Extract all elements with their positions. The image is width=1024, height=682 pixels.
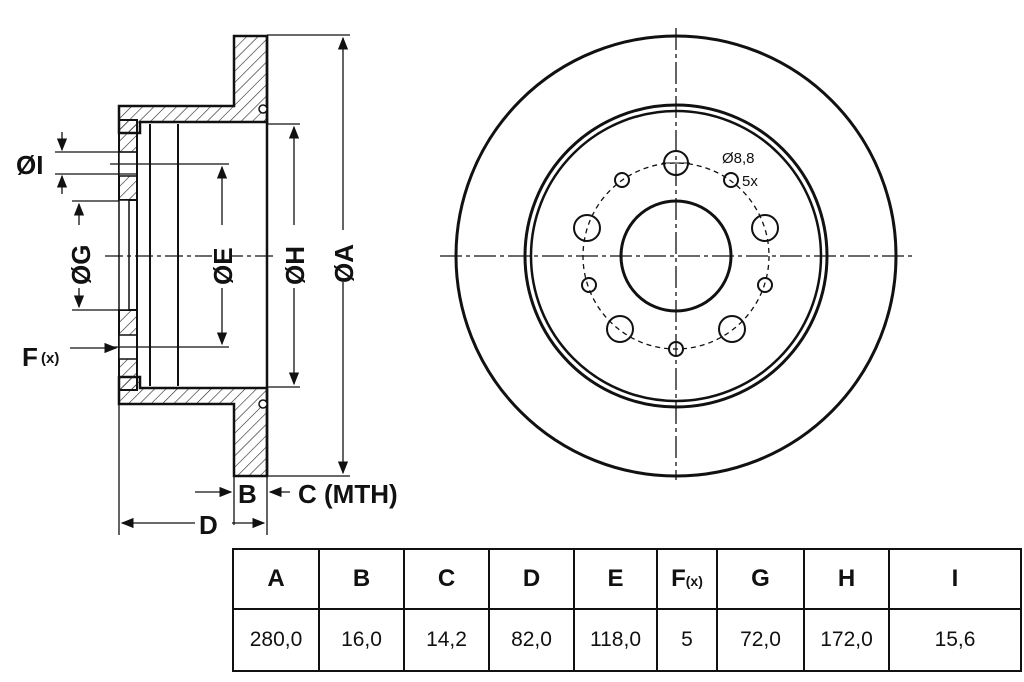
side-section-view: ØA ØH ØE ØG ØI F (x) B C (MTH) D — [16, 34, 398, 540]
label-dia-e: ØE — [208, 247, 238, 285]
label-dia-h: ØH — [280, 246, 310, 285]
value-f: 5 — [656, 608, 718, 672]
value-i: 15,6 — [888, 608, 1022, 672]
value-a: 280,0 — [232, 608, 320, 672]
header-f-sub: (x) — [685, 573, 703, 589]
table-header-row: A B C D E F(x) G H I — [232, 548, 1022, 610]
header-i: I — [888, 548, 1022, 610]
header-b: B — [318, 548, 405, 610]
header-a: A — [232, 548, 320, 610]
label-f-sub: (x) — [41, 350, 59, 367]
header-f: F(x) — [656, 548, 718, 610]
label-c-mth: C (MTH) — [298, 479, 398, 509]
hole-note-count: 5x — [742, 173, 758, 190]
value-e: 118,0 — [573, 608, 658, 672]
bolt-holes — [573, 150, 779, 357]
label-f: F — [22, 342, 38, 372]
value-g: 72,0 — [716, 608, 805, 672]
table-row: 280,0 16,0 14,2 82,0 118,0 5 72,0 172,0 … — [232, 608, 1022, 672]
header-f-label: F — [671, 565, 686, 592]
header-d: D — [488, 548, 575, 610]
header-g: G — [716, 548, 805, 610]
disc-section-bottom — [117, 375, 269, 478]
label-dia-i: ØI — [16, 150, 43, 180]
disc-section-top — [117, 34, 269, 135]
label-d: D — [199, 510, 218, 540]
label-b: B — [238, 479, 257, 509]
dimensions-table: A B C D E F(x) G H I 280,0 16,0 14,2 82,… — [232, 548, 1022, 672]
value-h: 172,0 — [803, 608, 890, 672]
value-b: 16,0 — [318, 608, 405, 672]
label-dia-a: ØA — [329, 244, 359, 283]
hole-note-diameter: Ø8,8 — [722, 150, 755, 167]
value-c: 14,2 — [403, 608, 490, 672]
label-dia-g: ØG — [66, 245, 96, 285]
value-d: 82,0 — [488, 608, 575, 672]
header-c: C — [403, 548, 490, 610]
header-e: E — [573, 548, 658, 610]
front-view — [440, 28, 912, 480]
header-h: H — [803, 548, 890, 610]
